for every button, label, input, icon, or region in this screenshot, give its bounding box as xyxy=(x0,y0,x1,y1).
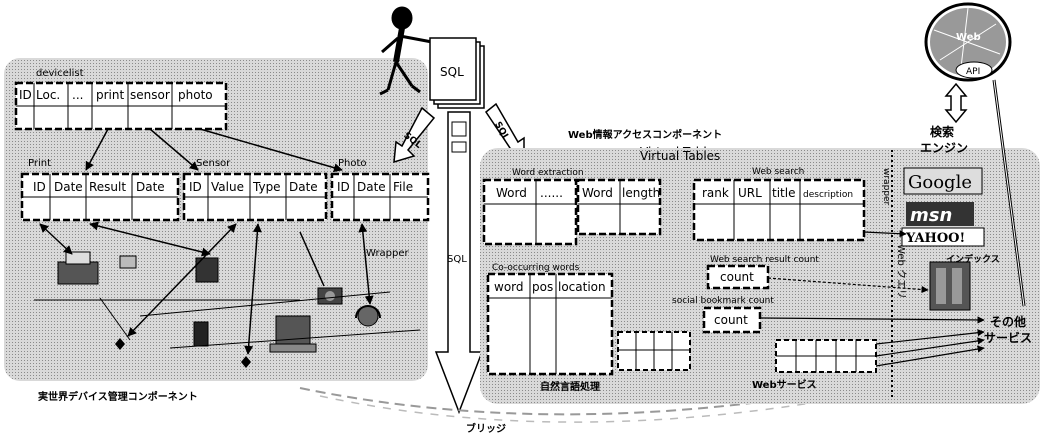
sql-document-icon: SQL xyxy=(429,37,485,109)
devicelist-links xyxy=(85,128,343,173)
other-service-label-1: その他 xyxy=(990,314,1026,329)
sensor-col-value: Value xyxy=(211,180,244,194)
word-extraction-col-ellipsis: ...... xyxy=(540,186,563,200)
devicelist-col-loc: Loc. xyxy=(36,88,60,102)
result-count-table: count xyxy=(706,264,770,290)
web-component-title: Web情報アクセスコンポーネント xyxy=(568,128,722,141)
computer-icon xyxy=(269,315,317,353)
sensor-table: ID Value Type Date xyxy=(182,172,328,222)
printer-icon xyxy=(57,251,99,285)
print-title: Print xyxy=(28,158,51,169)
print-col-date: Date xyxy=(54,180,83,194)
msn-logo: msn xyxy=(906,202,974,226)
svg-text:YAHOO!: YAHOO! xyxy=(905,231,965,246)
api-label: API xyxy=(966,67,980,77)
devicelist-col-id: ID xyxy=(19,88,32,102)
cooccurring-col-location: location xyxy=(558,280,606,294)
search-engine-label-1: 検索 xyxy=(930,124,954,139)
print-col-date2: Date xyxy=(136,180,165,194)
photo-col-file: File xyxy=(393,180,413,194)
devicelist-title: devicelist xyxy=(36,68,84,79)
result-count-cell: count xyxy=(720,270,754,284)
web-label: Web xyxy=(956,32,981,43)
web-query-vertical-label: Web クエリ xyxy=(895,244,907,299)
google-logo: Google xyxy=(903,167,983,195)
bookmark-count-cell: count xyxy=(714,313,748,327)
print-col-id: ID xyxy=(33,180,46,194)
nlp-label: 自然言語処理 xyxy=(540,380,600,393)
devicelist-col-sensor: sensor xyxy=(130,88,170,102)
word-extraction-table: Word ...... Word length xyxy=(482,178,662,246)
bridge-label: ブリッジ xyxy=(466,422,506,435)
photo-title: Photo xyxy=(338,158,367,169)
cooccurring-table: word pos location xyxy=(486,272,614,376)
web-search-col-url: URL xyxy=(738,186,762,200)
print-table: ID Date Result Date xyxy=(20,172,180,222)
search-engine-label-2: エンジン xyxy=(920,141,968,155)
devicelist-col-print: print xyxy=(96,88,124,102)
web-service-label: Webサービス xyxy=(752,378,817,391)
web-search-col-title: title xyxy=(772,186,795,200)
wrapper-label: Wrapper xyxy=(366,248,410,259)
sql-arrow-left: SQL xyxy=(393,106,436,164)
index-label: インデックス xyxy=(946,253,1000,265)
bookmark-count-table: count xyxy=(702,306,762,334)
bookmark-count-title: social bookmark count xyxy=(672,296,774,306)
pda-icon xyxy=(193,321,209,347)
word-extraction-col-word2: Word xyxy=(582,186,613,200)
cooccurring-title: Co-occurring words xyxy=(492,263,580,273)
wrapper-vertical-label: wrapper xyxy=(881,168,891,206)
photo-col-date: Date xyxy=(357,180,386,194)
virtual-tables-title-overlay: Virtual Tables xyxy=(640,149,720,163)
other-service-label-2: サービス xyxy=(984,330,1032,345)
print-col-result: Result xyxy=(89,180,126,194)
globe-search-arrow xyxy=(944,82,968,124)
web-search-table: rank URL title description xyxy=(692,178,866,242)
yahoo-logo: YAHOO! xyxy=(901,227,985,247)
nlp-module-icon xyxy=(617,331,691,371)
devicelist-col-ellipsis: ... xyxy=(72,88,83,102)
web-search-title: Web search xyxy=(752,167,804,177)
photo-table: ID Date File xyxy=(330,172,430,222)
cooccurring-col-word: word xyxy=(494,280,524,294)
word-extraction-col-word: Word xyxy=(496,186,527,200)
devicelist-col-photo: photo xyxy=(178,88,213,102)
camera-icon xyxy=(317,287,343,305)
web-service-module-icon xyxy=(775,339,877,373)
headset-user-icon xyxy=(355,305,381,327)
cooccurring-col-pos: pos xyxy=(532,280,553,294)
sql-document-label: SQL xyxy=(440,65,464,79)
service-links xyxy=(759,230,985,367)
sensor-node-icon xyxy=(115,338,251,368)
devicelist-table: ID Loc. ... print sensor photo xyxy=(14,81,228,131)
web-search-col-rank: rank xyxy=(702,186,729,200)
photo-col-id: ID xyxy=(337,180,350,194)
word-extraction-col-length: length xyxy=(622,186,660,200)
sensor-col-type: Type xyxy=(252,180,281,194)
sensor-device-icon xyxy=(119,255,137,269)
svg-text:Google: Google xyxy=(908,172,972,193)
sensor-col-id: ID xyxy=(189,180,202,194)
svg-text:msn: msn xyxy=(910,205,952,226)
sensor-title: Sensor xyxy=(196,158,231,169)
device-component-caption: 実世界デバイス管理コンポーネント xyxy=(38,390,198,403)
wrapper-arrows xyxy=(39,221,374,355)
svg-text:SQL: SQL xyxy=(447,254,467,265)
word-extraction-title: Word extraction xyxy=(512,168,584,178)
sensor-col-date: Date xyxy=(289,180,318,194)
user-figure-icon xyxy=(379,6,433,96)
result-count-title: Web search result count xyxy=(710,255,819,265)
sql-down-arrow: SQL xyxy=(434,111,484,415)
web-globe-icon: Web API xyxy=(924,2,1012,82)
web-search-col-description: description xyxy=(803,190,853,200)
index-server-icon xyxy=(929,261,971,311)
